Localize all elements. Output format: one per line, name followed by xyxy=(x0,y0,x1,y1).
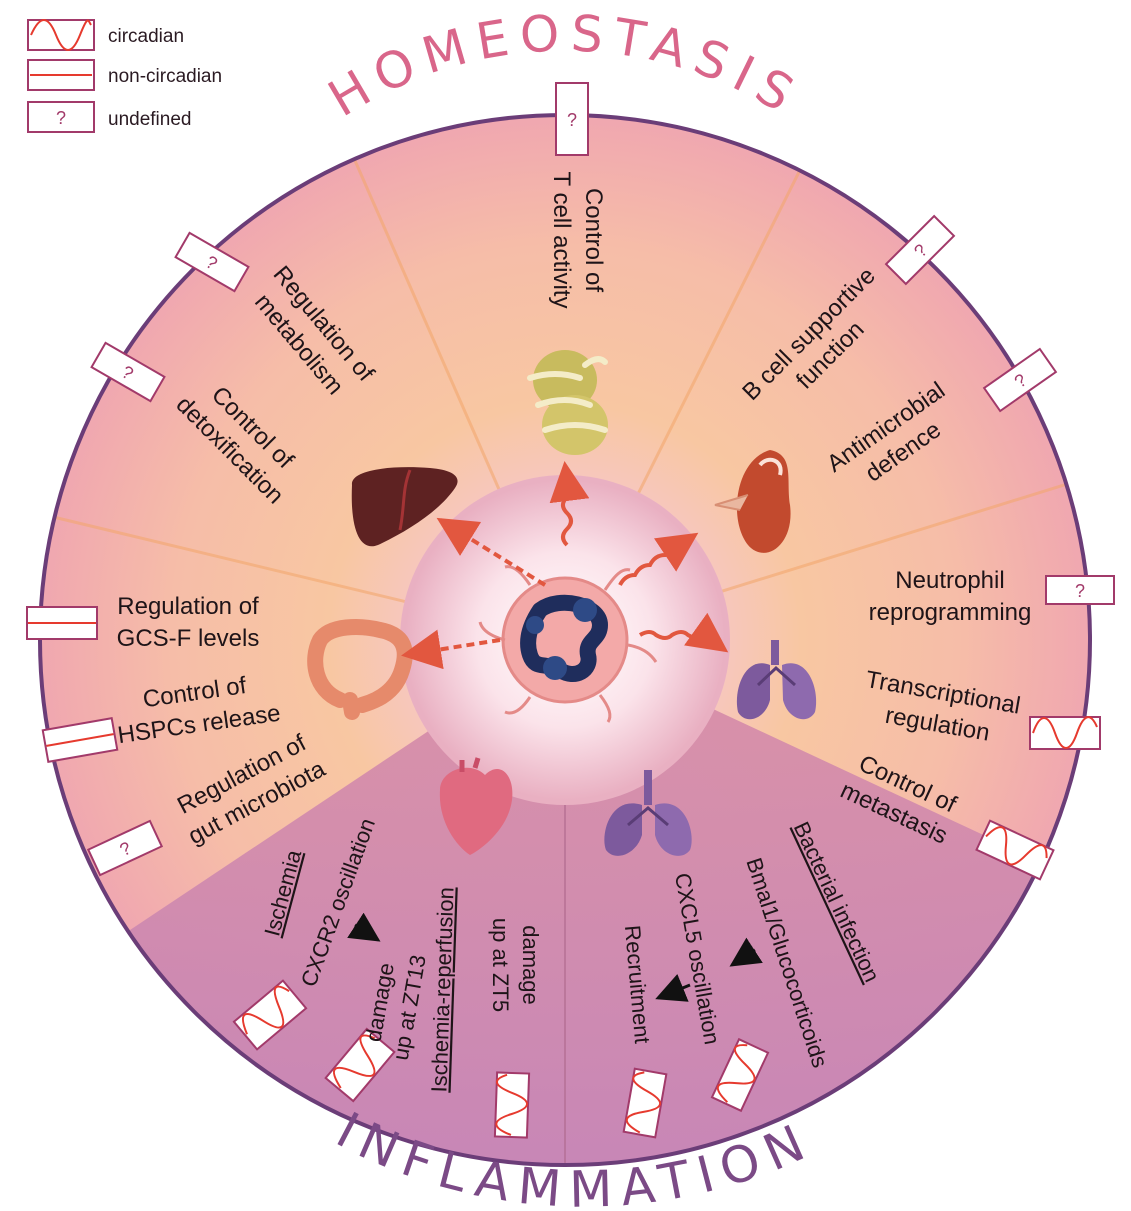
legend-item-circadian: circadian xyxy=(28,20,184,50)
symbol-t-cell-undefined: ? xyxy=(556,83,588,155)
svg-text:circadian: circadian xyxy=(108,26,184,47)
svg-text:non-circadian: non-circadian xyxy=(108,66,222,87)
svg-text:reprogramming: reprogramming xyxy=(869,599,1032,626)
symbol-transcriptional-circadian xyxy=(1030,717,1100,749)
svg-text:Regulation of: Regulation of xyxy=(117,593,259,620)
symbol-reperfusion-circadian xyxy=(495,1072,529,1137)
legend-item-undefined: ? undefined xyxy=(28,102,191,132)
svg-text:damage: damage xyxy=(518,925,543,1005)
svg-text:?: ? xyxy=(567,110,577,130)
legend: circadian non-circadian ? undefined xyxy=(28,20,222,132)
svg-text:up at ZT5: up at ZT5 xyxy=(488,918,513,1012)
legend-item-non-circadian: non-circadian xyxy=(28,60,222,90)
svg-text:Neutrophil: Neutrophil xyxy=(895,567,1004,594)
svg-text:GCS-F levels: GCS-F levels xyxy=(117,625,260,652)
svg-text:Control of: Control of xyxy=(580,188,607,292)
svg-text:?: ? xyxy=(1075,581,1085,601)
svg-text:T cell activity: T cell activity xyxy=(548,172,575,309)
svg-text:?: ? xyxy=(56,108,66,128)
symbol-gcsf-non-circadian xyxy=(27,607,97,639)
svg-text:undefined: undefined xyxy=(108,109,191,130)
symbol-neutrophil-reprog-undefined: ? xyxy=(1046,576,1114,604)
